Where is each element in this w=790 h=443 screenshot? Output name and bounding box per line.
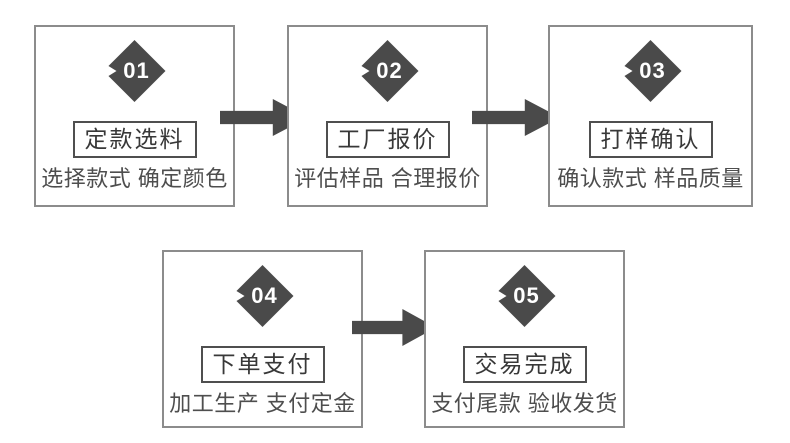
step-title: 下单支付 — [212, 351, 313, 377]
step-box-5: 05 交易完成 支付尾款 验收发货 — [424, 250, 625, 428]
step-number: 05 — [513, 283, 540, 308]
step-number: 02 — [376, 58, 403, 83]
step-number: 04 — [251, 283, 278, 308]
step-title: 工厂报价 — [337, 126, 438, 152]
step-title: 交易完成 — [474, 351, 575, 377]
step-box-1: 01 定款选料 选择款式 确定颜色 — [34, 25, 235, 207]
step-title-box: 工厂报价 — [325, 121, 450, 158]
step-title: 打样确认 — [600, 126, 701, 152]
step-subtitle: 选择款式 确定颜色 — [41, 166, 228, 191]
step-subtitle: 确认款式 样品质量 — [557, 166, 744, 191]
step-subtitle: 支付尾款 验收发货 — [431, 391, 618, 416]
diamond-badge-icon: 01 — [108, 40, 166, 102]
step-box-2: 02 工厂报价 评估样品 合理报价 — [287, 25, 488, 207]
step-subtitle: 加工生产 支付定金 — [169, 391, 356, 416]
diamond-badge-icon: 04 — [236, 265, 294, 327]
step-box-3: 03 打样确认 确认款式 样品质量 — [548, 25, 753, 207]
step-number: 03 — [639, 58, 666, 83]
step-title-box: 定款选料 — [72, 121, 197, 158]
diamond-badge-icon: 05 — [498, 265, 556, 327]
step-title-box: 交易完成 — [462, 346, 587, 383]
step-number: 01 — [123, 58, 150, 83]
diamond-badge-icon: 03 — [624, 40, 682, 102]
step-subtitle: 评估样品 合理报价 — [294, 166, 481, 191]
step-title-box: 下单支付 — [200, 346, 325, 383]
step-box-4: 04 下单支付 加工生产 支付定金 — [162, 250, 363, 428]
step-title: 定款选料 — [84, 126, 185, 152]
step-title-box: 打样确认 — [588, 121, 713, 158]
diamond-badge-icon: 02 — [361, 40, 419, 102]
